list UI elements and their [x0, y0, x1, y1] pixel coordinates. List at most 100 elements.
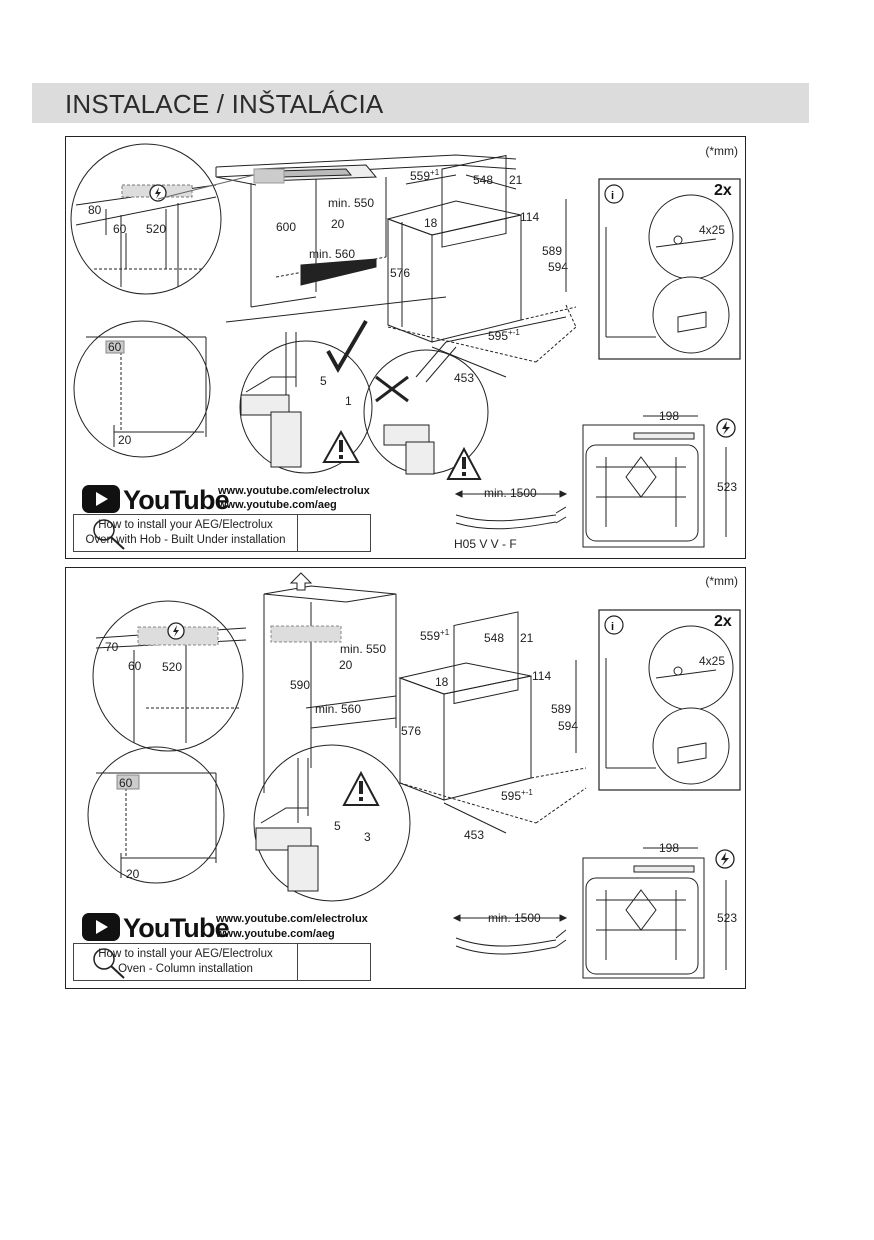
howto-line2: Oven with Hob - Built Under installation: [85, 534, 286, 546]
column-cabinet-sketch: [263, 572, 397, 793]
electrical-warning-icon: [167, 622, 185, 640]
howto-line1: How to install your AEG/Electrolux: [98, 948, 273, 960]
info-count: 2x: [714, 613, 732, 630]
circle-dim-20: 20: [126, 867, 140, 881]
side-detail-circle: [73, 320, 211, 458]
dim-min550: min. 550: [340, 642, 386, 656]
electrical-warning-icon-2: [716, 418, 736, 438]
dim-114: 114: [532, 669, 551, 683]
howto-box[interactable]: How to install your AEG/Electrolux Oven …: [73, 514, 371, 552]
dim-523: 523: [717, 911, 737, 925]
dim-559: 559+1: [420, 628, 450, 643]
info-icon-glyph: i: [611, 621, 614, 633]
howto-text: How to install your AEG/Electrolux Oven …: [74, 944, 298, 980]
dim-min560: min. 560: [309, 247, 355, 261]
dim-70: 70: [105, 640, 119, 654]
youtube-url-aeg[interactable]: www.youtube.com/aeg: [217, 499, 337, 511]
oven-front-sketch: [582, 847, 727, 979]
youtube-url-electrolux[interactable]: www.youtube.com/electrolux: [215, 913, 369, 925]
electrical-warning-icon-2: [715, 849, 735, 869]
dim-453: 453: [454, 371, 474, 385]
info-icon-glyph: i: [611, 190, 614, 202]
dim-min550: min. 550: [328, 196, 374, 210]
oven-dimension-sketch: [386, 154, 577, 378]
dim-594: 594: [558, 719, 578, 733]
dim-1: 1: [345, 394, 352, 408]
oven-front-sketch: [582, 415, 727, 548]
warning-icon-2: [446, 446, 482, 480]
dim-548: 548: [473, 173, 493, 187]
dim-21: 21: [520, 631, 534, 645]
dim-60: 60: [128, 659, 142, 673]
search-icon[interactable]: [74, 944, 146, 980]
dim-595-value: 595: [488, 329, 508, 343]
howto-text: How to install your AEG/Electrolux Oven …: [74, 515, 298, 551]
dim-20: 20: [331, 217, 345, 231]
youtube-logo: YouTube: [82, 913, 230, 943]
youtube-url-aeg[interactable]: www.youtube.com/aeg: [215, 928, 335, 940]
dim-589: 589: [551, 702, 571, 716]
side-detail-circle: [87, 746, 225, 884]
section-title: INSTALACE / INŠTALÁCIA: [65, 89, 384, 119]
info-box: i 2x: [598, 609, 741, 791]
dim-3: 3: [364, 830, 371, 844]
dim-114: 114: [520, 210, 539, 224]
howto-box[interactable]: How to install your AEG/Electrolux Oven …: [73, 943, 371, 981]
dim-21: 21: [509, 173, 523, 187]
installation-panel-column: (*mm) 70 60 520 590 20 min. 550 min. 560: [65, 567, 746, 989]
info-icon: [604, 184, 624, 204]
top-detail-circle: [92, 600, 247, 752]
wrong-fit-circle: [363, 341, 489, 475]
dim-60: 60: [113, 222, 127, 236]
dim-min560: min. 560: [315, 702, 361, 716]
unit-note: (*mm): [705, 574, 738, 588]
howto-line2: Oven - Column installation: [118, 963, 253, 975]
dim-595: 595+-1: [488, 328, 520, 343]
dim-198: 198: [659, 841, 679, 855]
dim-18: 18: [424, 216, 438, 230]
circle-dim-60: 60: [119, 776, 133, 790]
dim-20: 20: [339, 658, 353, 672]
unit-note: (*mm): [705, 144, 738, 158]
youtube-url-electrolux[interactable]: www.youtube.com/electrolux: [217, 485, 371, 497]
dim-576: 576: [401, 724, 421, 738]
dim-559-tolerance: +1: [440, 628, 450, 637]
section-header: INSTALACE / INŠTALÁCIA: [32, 83, 809, 123]
dim-559-value: 559: [410, 169, 430, 183]
dim-559-value: 559: [420, 629, 440, 643]
dim-198: 198: [659, 409, 679, 423]
cable-min-length: min. 1500: [484, 486, 537, 500]
dim-559-tolerance: +1: [430, 168, 440, 177]
cable-sketch: [454, 490, 568, 530]
worktop-detail-circle: [70, 143, 222, 295]
cable-sketch: [452, 914, 568, 955]
dim-80: 80: [88, 203, 102, 217]
correct-fit-circle: [239, 332, 373, 474]
dim-576: 576: [390, 266, 410, 280]
dim-595-tolerance: +-1: [521, 788, 533, 797]
dim-595: 595+-1: [501, 788, 533, 803]
dim-600: 600: [276, 220, 296, 234]
dim-5: 5: [320, 374, 327, 388]
info-screw: 4x25: [699, 654, 725, 668]
dim-559: 559+1: [410, 168, 440, 183]
column-diagram: (*mm) 70 60 520 590 20 min. 550 min. 560: [82, 572, 741, 979]
installation-panel-built-under: (*mm) 80 60 520 600 20 min.: [65, 136, 746, 559]
dim-5: 5: [334, 819, 341, 833]
info-count: 2x: [714, 182, 732, 199]
dim-520: 520: [146, 222, 166, 236]
info-box: i 2x: [598, 178, 741, 360]
cross-icon: [375, 375, 409, 403]
dim-589: 589: [542, 244, 562, 258]
dim-520: 520: [162, 660, 182, 674]
youtube-logo-text: YouTube: [123, 913, 230, 943]
check-icon: [326, 319, 368, 374]
dim-18: 18: [435, 675, 449, 689]
dim-453: 453: [464, 828, 484, 842]
dim-548: 548: [484, 631, 504, 645]
dim-590: 590: [290, 678, 310, 692]
warning-icon: [342, 770, 380, 806]
dim-595-value: 595: [501, 789, 521, 803]
worktop-cabinet-sketch: [157, 154, 517, 323]
search-icon[interactable]: [74, 515, 146, 551]
